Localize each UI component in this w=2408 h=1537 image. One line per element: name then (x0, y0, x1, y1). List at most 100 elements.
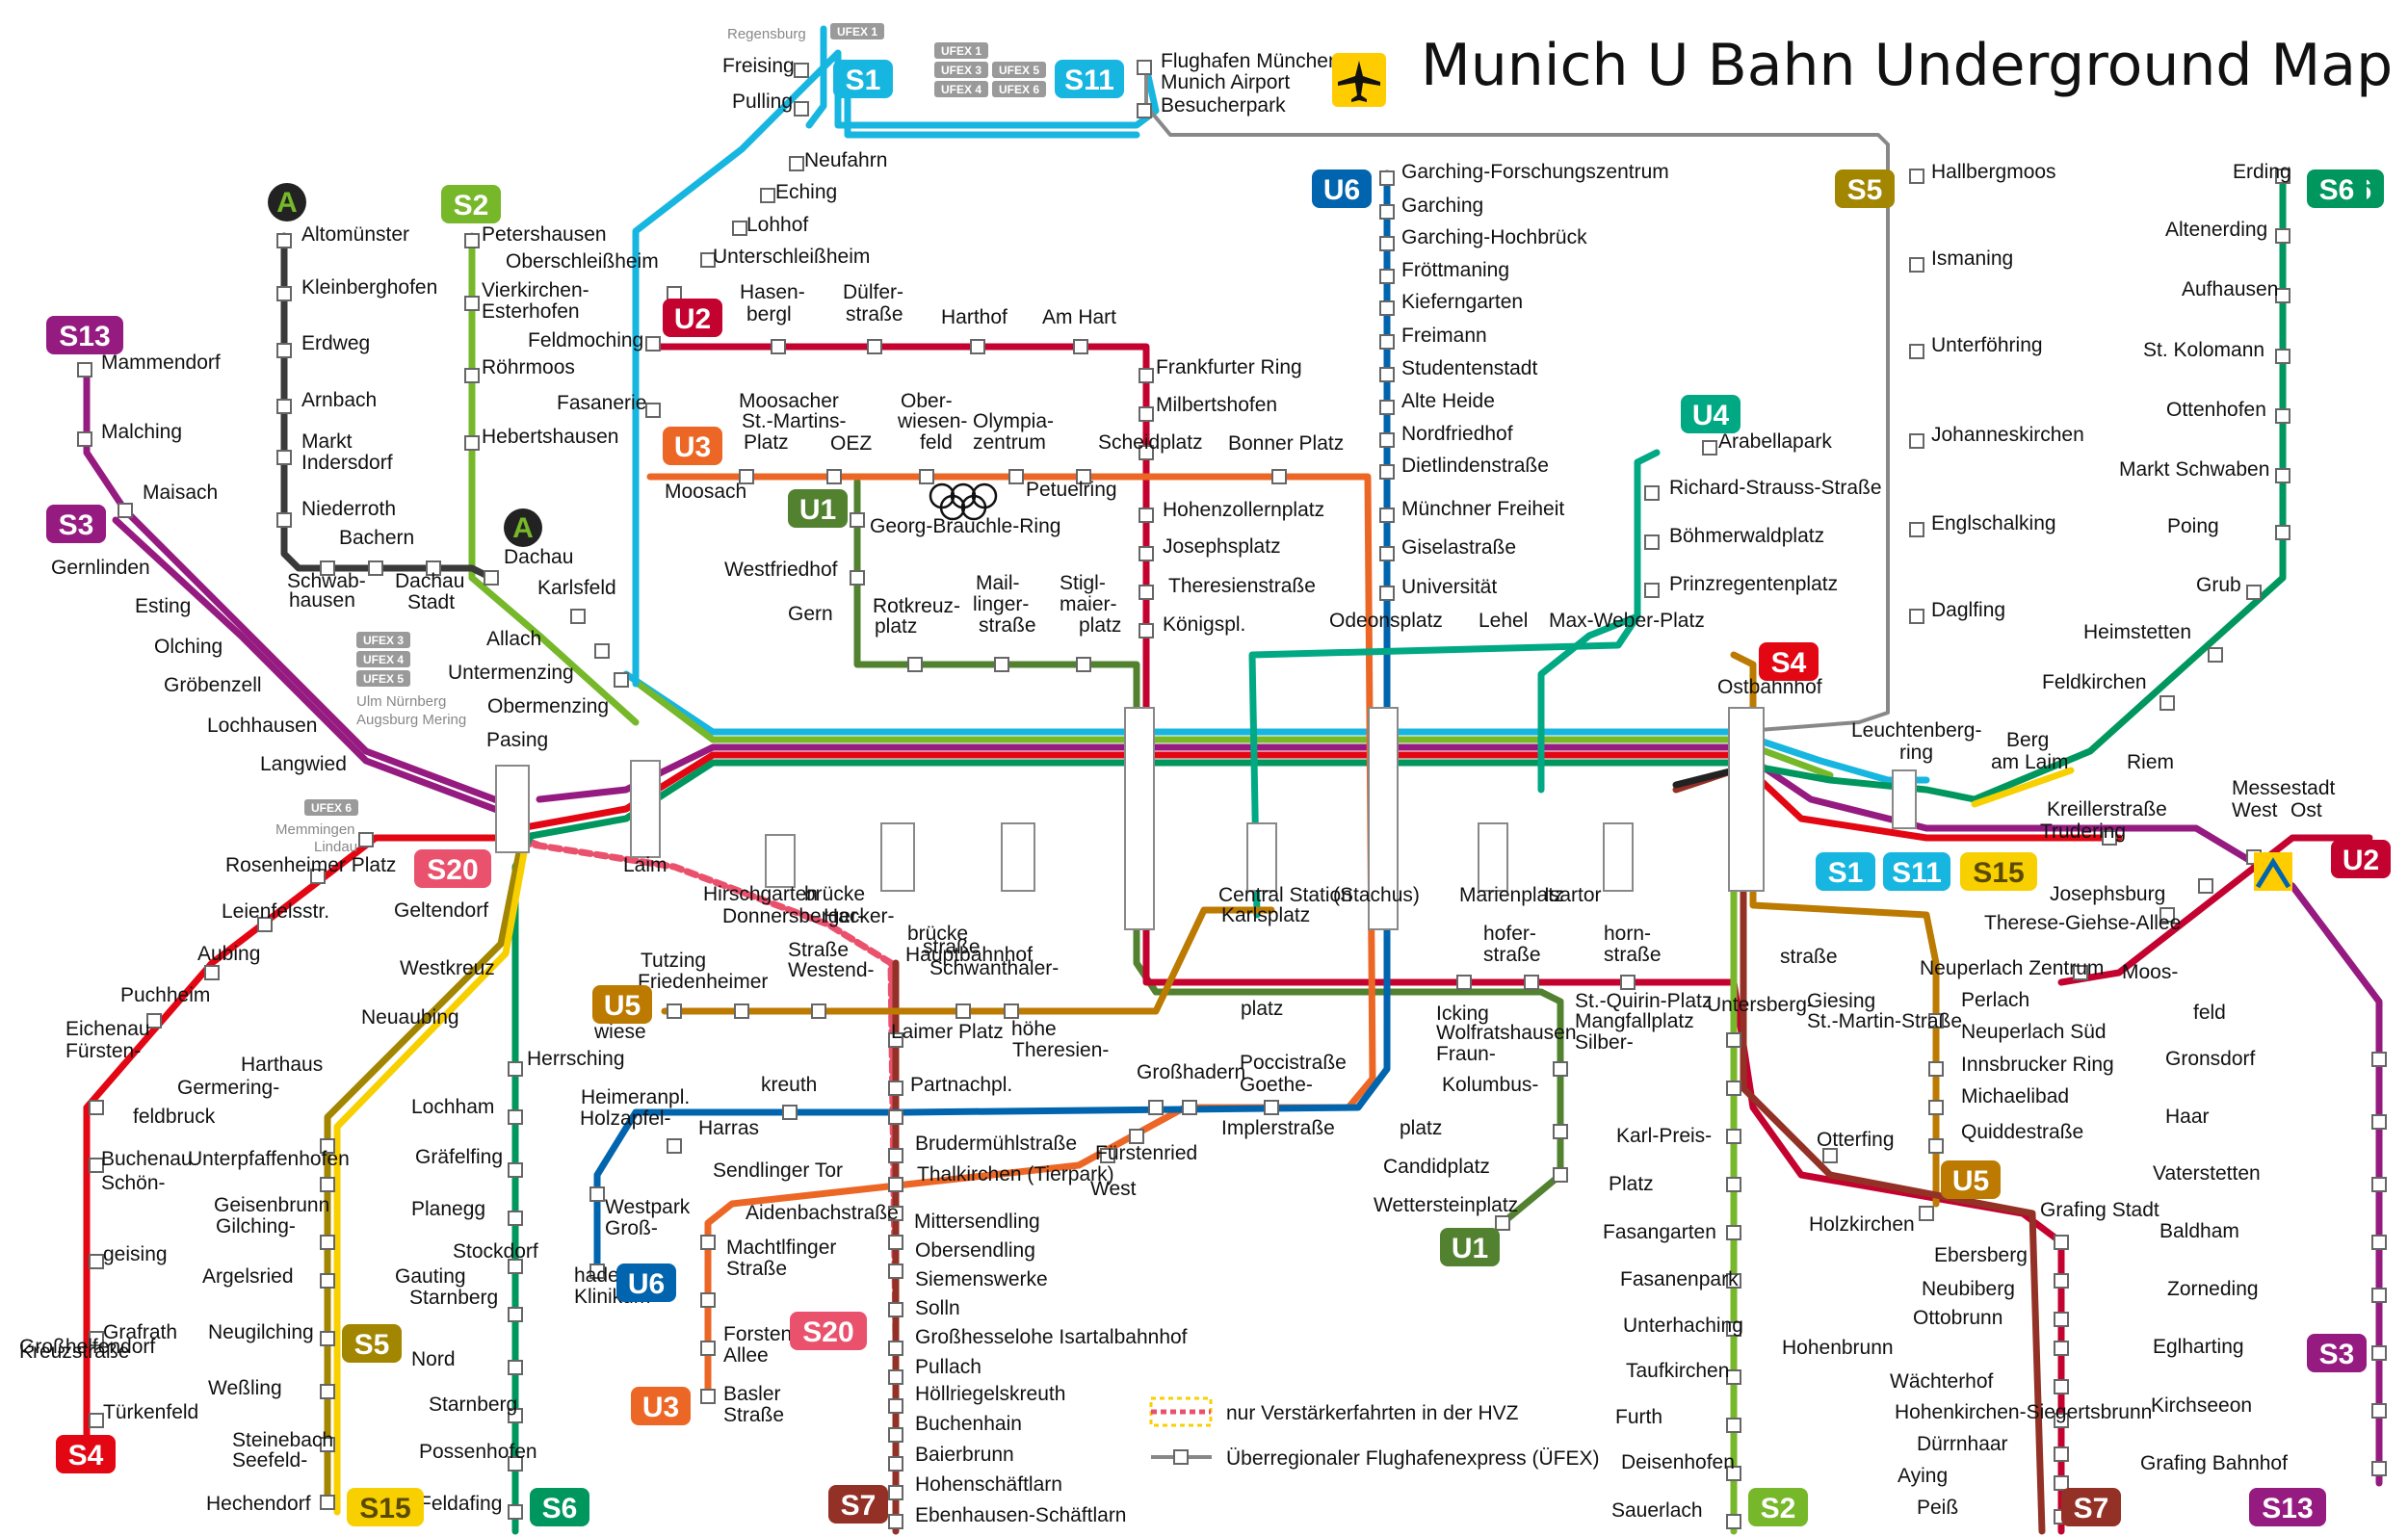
badge-s3[interactable]: S3 (46, 505, 106, 543)
station-label[interactable]: Feldafing (419, 1493, 502, 1515)
station-label[interactable]: Allee (723, 1344, 769, 1367)
station-marker[interactable] (888, 1485, 903, 1500)
station-marker[interactable] (1271, 469, 1287, 484)
station-label[interactable]: Furth (1615, 1406, 1662, 1428)
station-marker[interactable] (276, 512, 292, 528)
badge-u2[interactable]: U2 (663, 299, 722, 337)
station-marker[interactable] (77, 431, 92, 447)
station-label[interactable]: Prinzregentenplatz (1669, 573, 1838, 595)
station-label[interactable]: Erdweg (301, 332, 370, 354)
station-label[interactable]: Kirchseeon (2151, 1394, 2252, 1417)
station-label[interactable]: St.-Quirin-Platz (1575, 990, 1712, 1012)
station-label[interactable]: straße (1483, 944, 1541, 966)
station-label[interactable]: höhe (1011, 1018, 1057, 1040)
station-label[interactable]: Moosacher (739, 390, 839, 412)
station-label[interactable]: Milbertshofen (1156, 394, 1277, 416)
station-label[interactable]: Altomünster (301, 223, 409, 246)
station-marker[interactable] (850, 570, 865, 586)
station-marker[interactable] (1726, 1466, 1741, 1481)
station-label[interactable]: maier- (1060, 593, 1117, 615)
station-marker[interactable] (204, 965, 220, 980)
station-label[interactable]: Dietlindenstraße (1401, 455, 1549, 477)
station-label[interactable]: (Stachus) (1333, 884, 1420, 906)
station-marker[interactable] (867, 339, 882, 354)
station-label[interactable]: Argelsried (202, 1265, 294, 1288)
station-marker[interactable] (2054, 1379, 2069, 1394)
station-label[interactable]: Geisenbrunn (214, 1194, 329, 1216)
station-label[interactable]: wiese (593, 1021, 646, 1043)
station-marker[interactable] (508, 1307, 523, 1322)
station-marker[interactable] (508, 1504, 523, 1520)
station-marker[interactable] (1076, 657, 1091, 672)
station-marker[interactable] (320, 1177, 335, 1192)
station-marker[interactable] (2054, 1341, 2069, 1356)
station-label[interactable]: Straße (726, 1258, 787, 1280)
station-label[interactable]: am Laim (1991, 751, 2069, 773)
station-marker[interactable] (1726, 1369, 1741, 1385)
station-marker[interactable] (464, 435, 480, 451)
station-marker[interactable] (888, 1456, 903, 1472)
station-marker[interactable] (1702, 440, 1717, 456)
station-label[interactable]: Laimer Platz (891, 1021, 1004, 1043)
station-label[interactable]: kreuth (761, 1074, 817, 1096)
station-label[interactable]: Gernlinden (51, 557, 150, 579)
station-label[interactable]: straße (979, 614, 1036, 637)
station-label[interactable]: Lochham (411, 1096, 494, 1118)
station-marker[interactable] (508, 1109, 523, 1125)
station-marker[interactable] (2159, 907, 2175, 923)
station-label[interactable]: St. Kolomann (2143, 339, 2264, 361)
station-marker[interactable] (1137, 103, 1152, 118)
station-marker[interactable] (1644, 534, 1660, 550)
station-marker[interactable] (2371, 1114, 2387, 1130)
badge-s7[interactable]: S7 (828, 1485, 888, 1524)
station-label[interactable]: Hauptbahnhof (905, 944, 1033, 966)
station-label[interactable]: Karl-Preis- (1616, 1125, 1712, 1147)
station-label[interactable]: Ottobrunn (1913, 1307, 2002, 1329)
station-label[interactable]: Therese-Giehse-Allee (1984, 912, 2181, 934)
station-marker[interactable] (1379, 432, 1395, 448)
badge-s5-end[interactable]: S5 (342, 1324, 402, 1363)
station-marker[interactable] (994, 657, 1009, 672)
station-marker[interactable] (700, 1341, 716, 1356)
station-label[interactable]: Odeonsplatz (1329, 610, 1443, 632)
station-label[interactable]: Steinebach (232, 1429, 333, 1451)
station-label[interactable]: Flughafen München (1161, 50, 1340, 72)
station-label[interactable]: Johanneskirchen (1931, 424, 2084, 446)
station-marker[interactable] (1553, 1061, 1568, 1077)
station-marker[interactable] (2371, 1461, 2387, 1476)
station-label[interactable]: Holzapfel- (580, 1107, 671, 1130)
station-label[interactable]: Harthof (941, 306, 1008, 328)
station-marker[interactable] (771, 339, 786, 354)
station-label[interactable]: Tutzing (641, 950, 706, 972)
station-marker[interactable] (888, 1206, 903, 1221)
station-label[interactable]: Königspl. (1163, 613, 1245, 636)
station-label[interactable]: Isartor (1544, 884, 1602, 906)
station-label[interactable]: Petuelring (1026, 479, 1117, 501)
badge-s11[interactable]: S11 (1055, 60, 1124, 98)
station-label[interactable]: Langwied (260, 753, 347, 775)
station-label[interactable]: Wolfratshausen (1436, 1022, 1577, 1044)
station-label[interactable]: Implerstraße (1221, 1117, 1335, 1139)
station-marker[interactable] (700, 1235, 716, 1250)
station-marker[interactable] (794, 101, 809, 117)
station-label[interactable]: platz (1400, 1117, 1442, 1139)
station-label[interactable]: Westfriedhof (724, 559, 838, 581)
station-marker[interactable] (1139, 546, 1154, 561)
station-marker[interactable] (1129, 1129, 1144, 1144)
badge-s15-end[interactable]: S15 (347, 1488, 424, 1526)
station-label[interactable]: Besucherpark (1161, 94, 1286, 117)
station-marker[interactable] (276, 286, 292, 301)
station-label[interactable]: brücke (907, 923, 968, 945)
station-label[interactable]: Feldkirchen (2042, 671, 2147, 693)
station-label[interactable]: Geltendorf (394, 899, 488, 922)
station-label[interactable]: West (1090, 1178, 1137, 1200)
station-label[interactable]: Pulling (732, 91, 793, 113)
station-label[interactable]: Otterfing (1817, 1129, 1895, 1151)
station-marker[interactable] (464, 296, 480, 311)
station-label[interactable]: Röhrmoos (482, 356, 575, 378)
station-marker[interactable] (1928, 1013, 1944, 1029)
station-label[interactable]: Aidenbachstraße (746, 1202, 899, 1224)
station-label[interactable]: Obersendling (915, 1239, 1035, 1262)
station-marker[interactable] (888, 1263, 903, 1279)
station-marker[interactable] (2275, 228, 2290, 244)
